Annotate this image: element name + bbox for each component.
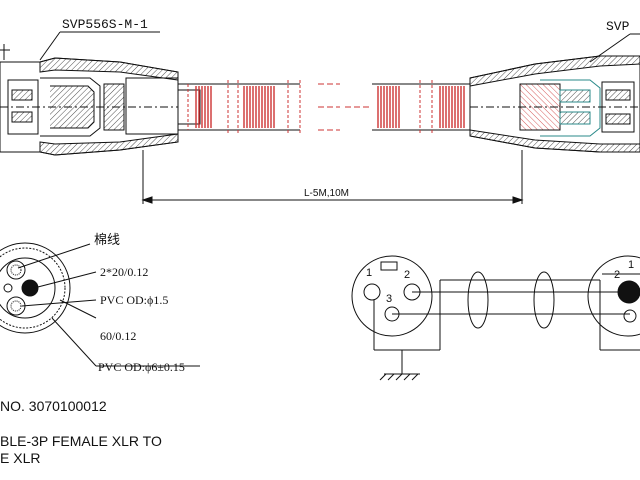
jacket-label: PVC OD:ϕ6±0.15 xyxy=(98,360,185,374)
right-connector xyxy=(469,33,640,153)
left-pin-2: 2 xyxy=(404,269,410,281)
right-pin-1: 1 xyxy=(628,259,634,271)
right-pin-2: 2 xyxy=(614,269,620,281)
left-pin-3: 3 xyxy=(386,293,392,305)
right-part-label: SVP xyxy=(606,19,630,34)
length-dimension xyxy=(141,150,524,204)
cross-section-leaders xyxy=(17,243,200,367)
left-part-label: SVP556S-M-1 xyxy=(62,17,148,32)
left-connector xyxy=(0,44,201,156)
filler-label: 棉线 xyxy=(94,232,120,247)
part-number: NO. 3070100012 xyxy=(0,398,107,414)
wiring-schematic xyxy=(351,255,640,381)
cable-cross-section xyxy=(0,242,71,334)
description-line-2: E XLR xyxy=(0,450,40,466)
description-line-1: BLE-3P FEMALE XLR TO xyxy=(0,433,162,449)
insulation-label: PVC OD:ϕ1.5 xyxy=(100,293,168,307)
left-cable-coil xyxy=(178,80,340,134)
length-label: L-5M,10M xyxy=(304,188,349,199)
shield-label: 60/0.12 xyxy=(100,329,136,343)
left-pin-1: 1 xyxy=(366,267,372,279)
conductor-label: 2*20/0.12 xyxy=(100,265,148,279)
right-cable-coil xyxy=(345,80,470,134)
